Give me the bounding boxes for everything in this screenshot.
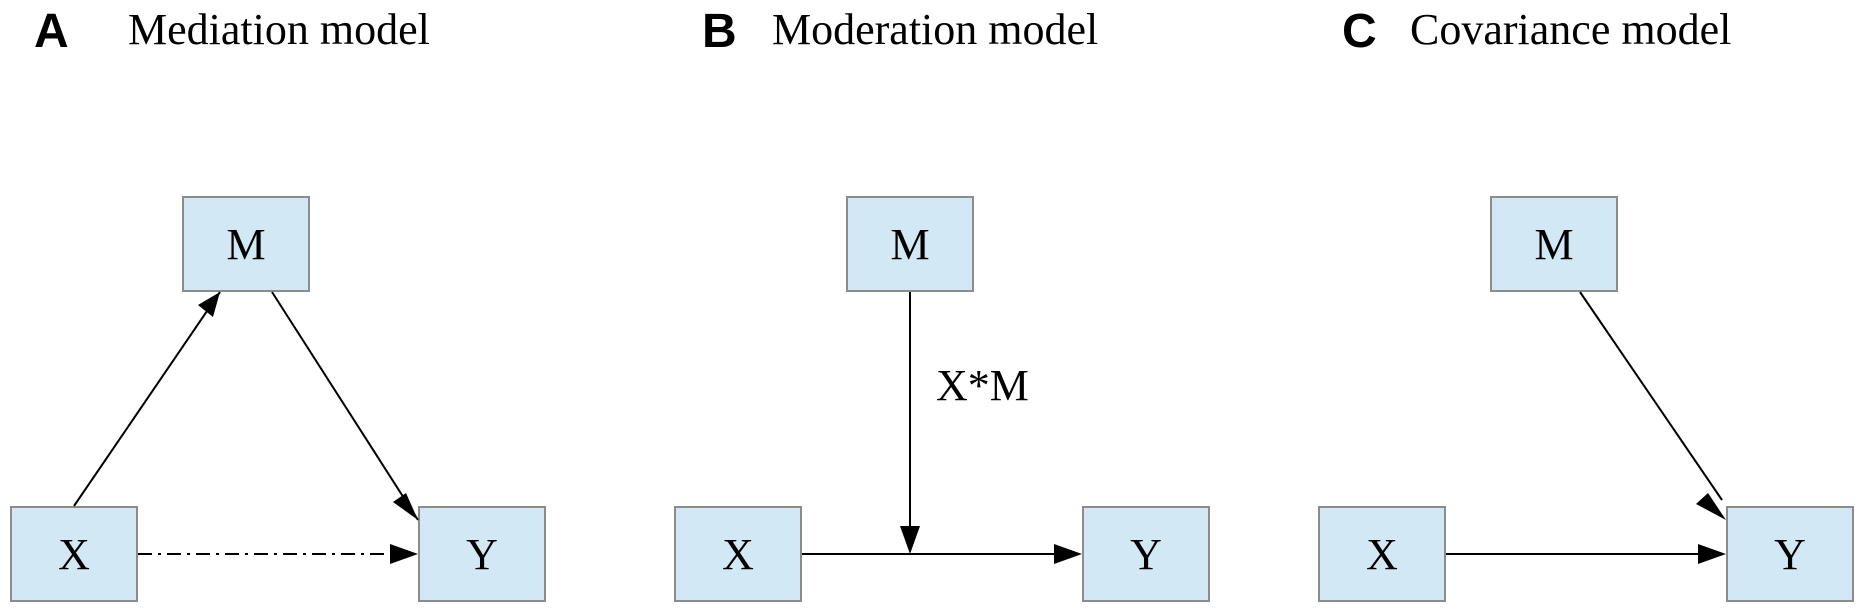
panel-mediation: A Mediation model	[0, 0, 620, 615]
panel-letter: C	[1342, 5, 1377, 58]
node-x: X	[1318, 506, 1446, 602]
node-x: X	[10, 506, 138, 602]
edge-m-to-y	[1579, 291, 1723, 501]
edge-x-to-m	[73, 291, 221, 507]
arrowhead	[1698, 544, 1726, 564]
arrowhead	[900, 526, 920, 554]
node-y: Y	[1726, 506, 1854, 602]
panel-covariance: C Covariance model	[1260, 0, 1867, 615]
node-y: Y	[418, 506, 546, 602]
panel-title: Covariance model	[1410, 5, 1732, 54]
panel-title: Mediation model	[128, 5, 430, 54]
interaction-label: X*M	[936, 361, 1029, 410]
node-y: Y	[1082, 506, 1210, 602]
node-m: M	[182, 196, 310, 292]
panel-letter: B	[702, 5, 737, 58]
edge-m-to-y	[271, 291, 419, 521]
arrowhead	[1054, 544, 1082, 564]
node-m: M	[846, 196, 974, 292]
node-m: M	[1490, 196, 1618, 292]
arrowhead	[198, 292, 220, 317]
node-x: X	[674, 506, 802, 602]
arrowhead	[390, 544, 418, 564]
arrowhead	[1696, 493, 1726, 520]
panel-title: Moderation model	[772, 5, 1099, 54]
panel-letter: A	[34, 5, 69, 58]
panel-moderation: B Moderation model	[620, 0, 1260, 615]
arrowhead	[393, 493, 418, 520]
